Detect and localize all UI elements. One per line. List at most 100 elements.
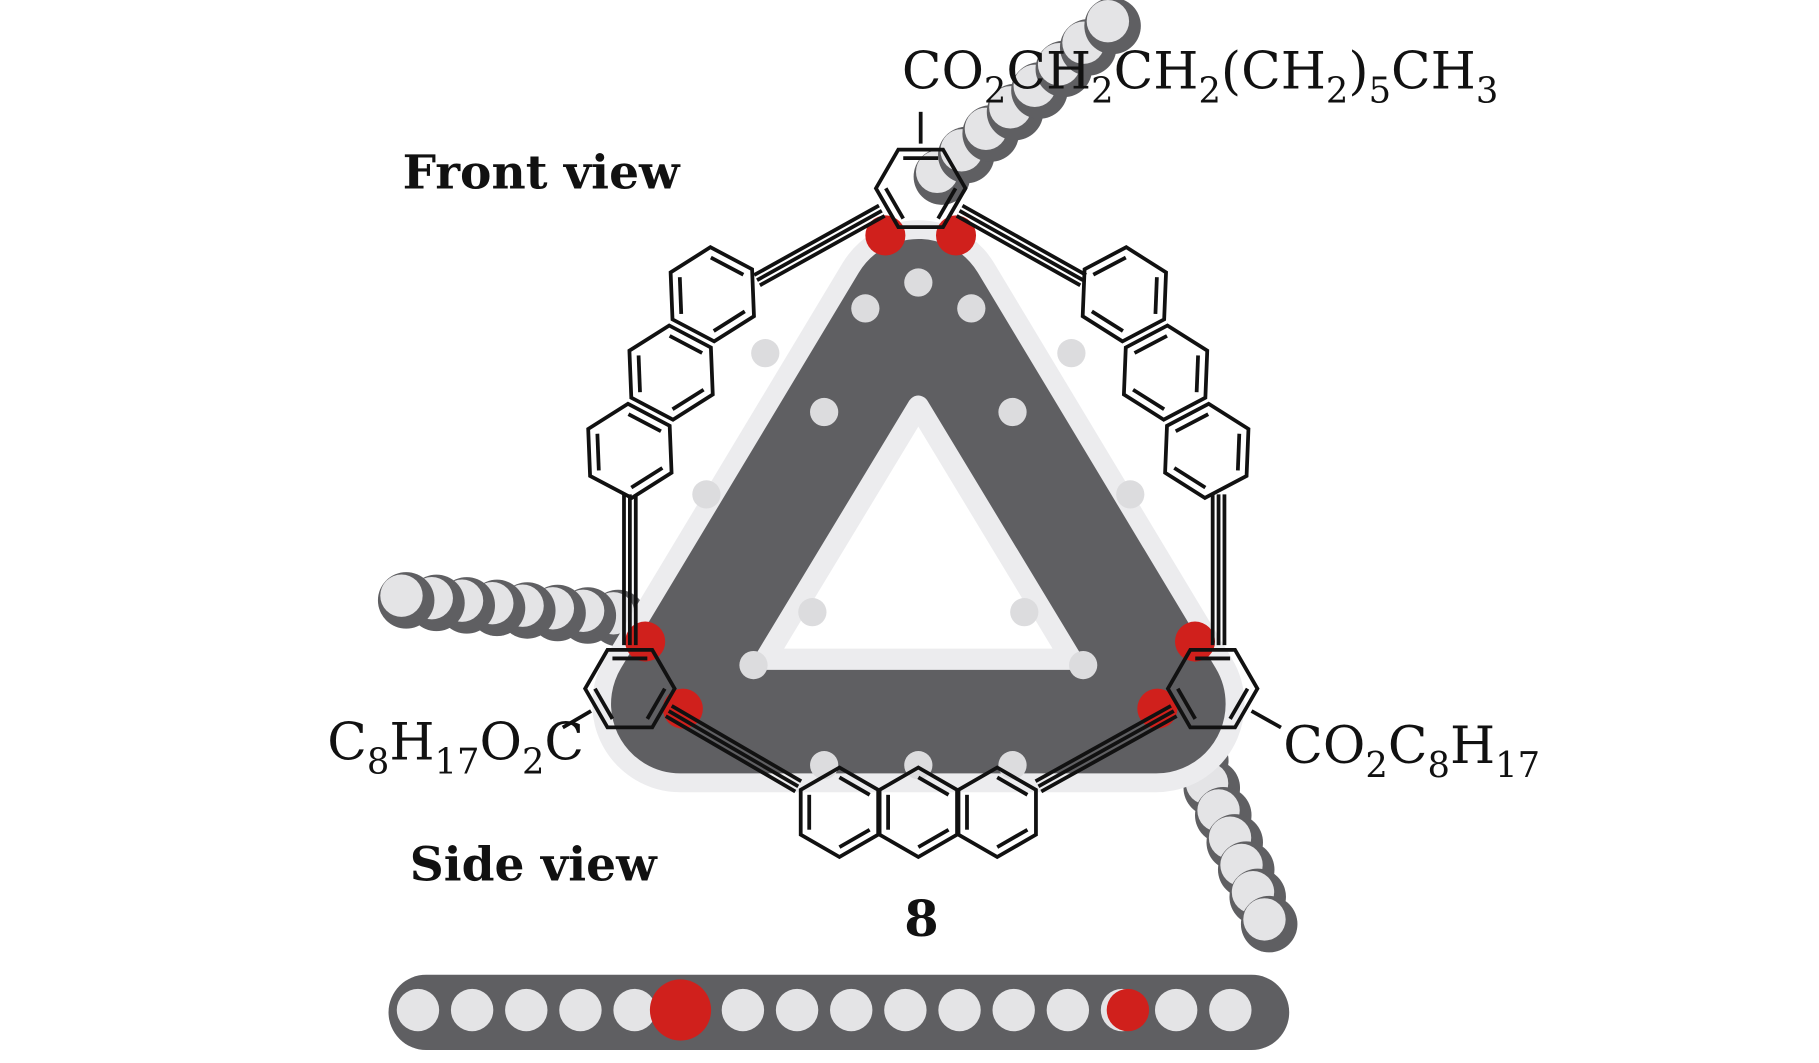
- hydrogen-atom: [751, 339, 780, 368]
- double-bond: [671, 388, 705, 411]
- skeletal-structure: [561, 111, 1282, 860]
- formula-segment: H: [389, 712, 434, 772]
- formula-segment: CH: [1391, 41, 1476, 101]
- compound-number: 8: [904, 890, 938, 948]
- double-bond: [936, 187, 958, 220]
- formula-subscript: 8: [1427, 745, 1449, 786]
- hydrogen-atom: [830, 988, 873, 1032]
- alkyne-bond: [955, 214, 1082, 287]
- alkyne-bond: [758, 214, 886, 287]
- double-bond: [593, 687, 615, 720]
- hydrogen-atom: [1154, 988, 1198, 1032]
- formula-segment: ): [1348, 41, 1368, 101]
- hydrogen-atom: [998, 397, 1027, 427]
- hydrogen-atom: [992, 988, 1035, 1032]
- formula-subscript: 5: [1369, 70, 1391, 111]
- side-view-model: [388, 974, 1290, 1051]
- double-bond: [1174, 412, 1210, 433]
- formula-subscript: 2: [1091, 70, 1113, 111]
- formula-subscript: 2: [1326, 70, 1348, 111]
- oxygen-atom: [1106, 988, 1150, 1032]
- anthracene-right-ring: [1163, 401, 1251, 501]
- alkyne-bond: [664, 714, 797, 794]
- alkyne-bond: [958, 209, 1085, 282]
- hydrogen-atom: [1010, 598, 1039, 627]
- alkyne-bond: [670, 704, 803, 783]
- double-bond: [677, 277, 684, 314]
- double-bond: [996, 775, 1029, 797]
- double-bond: [917, 775, 950, 797]
- double-bond: [636, 355, 642, 393]
- benzene-ring-right: [1165, 648, 1260, 730]
- formula-subscript: 17: [435, 741, 480, 782]
- benzene-ring-top: [873, 147, 968, 229]
- hydrogen-atom: [851, 294, 880, 323]
- benzene-ring-left: [582, 648, 677, 730]
- formula-subscript: 2: [1365, 745, 1387, 786]
- alkyne-bond: [756, 209, 883, 282]
- oxygen-atom: [1174, 621, 1216, 662]
- formula-segment: CO: [902, 41, 984, 101]
- oxygen-atom: [649, 979, 712, 1041]
- alkyne-bond: [667, 709, 800, 788]
- double-bond: [1173, 466, 1207, 490]
- substituent-top-label: CO2CH2CH2(CH2)5CH3: [902, 41, 1498, 111]
- hydrogen-atom: [1243, 898, 1286, 941]
- hydrogen-atom: [739, 650, 768, 680]
- anthracene-right-ring: [1080, 245, 1168, 344]
- double-bond: [712, 309, 746, 333]
- double-bond: [627, 412, 662, 433]
- double-bond: [1153, 277, 1159, 314]
- formula-segment: O: [480, 712, 522, 772]
- hydrogen-atom: [721, 988, 765, 1032]
- carbon-framework: [611, 238, 1226, 774]
- hydrogen-atom: [938, 988, 981, 1032]
- alkyne-bond: [753, 203, 880, 277]
- substituent-right-label: CO2C8H17: [1283, 716, 1540, 786]
- double-bond: [917, 828, 950, 849]
- formula-subscript: 17: [1495, 745, 1540, 786]
- hydrogen-atom: [505, 988, 548, 1032]
- hydrogen-atom: [957, 294, 986, 323]
- double-bond: [1176, 687, 1197, 720]
- hydrogen-atom: [450, 988, 494, 1032]
- formula-segment: C: [1388, 716, 1428, 776]
- formula-segment: CO: [1283, 716, 1365, 776]
- anthracene-left-ring: [668, 245, 756, 344]
- double-bond: [838, 828, 871, 849]
- alkyne-bond: [961, 203, 1087, 277]
- double-bond: [1092, 255, 1127, 277]
- hydrogen-atom: [1046, 988, 1090, 1032]
- alkyne-bond: [1037, 709, 1175, 789]
- formula-subscript: 2: [522, 741, 544, 782]
- hydrogen-atom: [798, 598, 827, 627]
- hydrogen-atom: [1209, 988, 1252, 1032]
- macrocycle-space-filling-core: [592, 220, 1245, 793]
- hydrogen-atom: [884, 988, 927, 1032]
- formula-subscript: 8: [367, 741, 389, 782]
- hydrogen-atom: [613, 988, 656, 1032]
- formula-segment: C: [544, 712, 584, 772]
- double-bond: [1132, 388, 1166, 411]
- formula-segment: H: [1450, 716, 1495, 776]
- double-bond: [1133, 334, 1168, 355]
- double-bond: [996, 828, 1029, 849]
- hydrogen-atom: [396, 988, 440, 1032]
- double-bond: [645, 687, 667, 720]
- hydrogen-atom: [1057, 339, 1086, 368]
- hydrogen-atom: [1116, 480, 1145, 509]
- formula-subscript: 3: [1476, 70, 1498, 111]
- substituent-left-label: C8H17O2C: [327, 712, 584, 782]
- double-bond: [1228, 687, 1250, 720]
- double-bond: [668, 334, 704, 355]
- formula-subscript: 2: [1198, 70, 1220, 111]
- side-view-label: Side view: [410, 838, 658, 893]
- double-bond: [1090, 309, 1124, 333]
- anthracene-right-ring: [1121, 323, 1210, 422]
- hydrogen-atom: [775, 988, 819, 1032]
- hydrogen-atom: [692, 480, 721, 509]
- double-bond: [709, 255, 745, 277]
- substituent-bond: [561, 709, 592, 730]
